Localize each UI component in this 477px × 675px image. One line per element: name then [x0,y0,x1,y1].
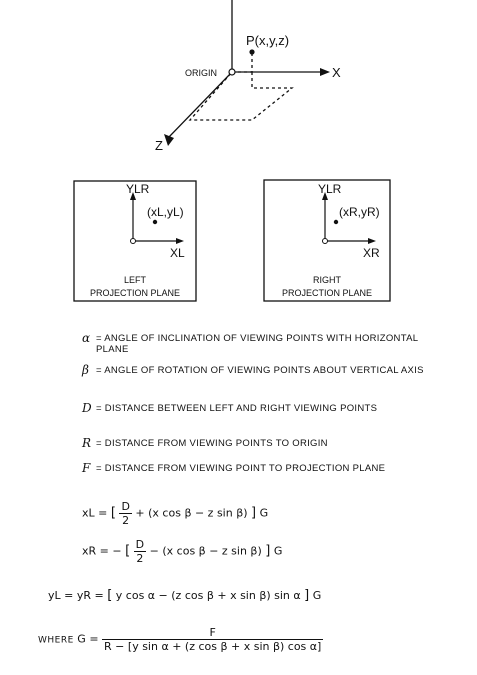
where-label: WHERE [38,635,74,646]
left-caption-2: PROJECTION PLANE [90,288,180,298]
right-plane-frame [263,179,391,302]
origin-marker [228,68,236,76]
definition-symbol: α [82,331,91,345]
left-point-label: (xL,yL) [147,205,184,219]
left-y-arrowhead [130,192,136,200]
equation-g-lhs: G = [77,632,99,646]
equation-y-lhs: yL = yR = [48,589,104,602]
definition-text: = ANGLE OF ROTATION OF VIEWING POINTS AB… [96,365,424,376]
z-axis-label: Z [155,138,163,153]
right-y-label: YLR [318,182,342,196]
right-point-label: (xR,yR) [339,205,380,219]
equation-xl-g: G [259,506,269,520]
bracket-close: ] [304,588,310,603]
right-y-arrowhead [322,192,328,200]
definition-f: F = DISTANCE FROM VIEWING POINT TO PROJEC… [82,461,426,475]
definition-r: R = DISTANCE FROM VIEWING POINTS TO ORIGI… [82,436,426,450]
x-arrowhead [320,68,330,76]
definition-d: D = DISTANCE BETWEEN LEFT AND RIGHT VIEWI… [82,401,426,415]
projection-dash-floor [188,71,294,121]
z-axis-line [167,71,233,139]
fraction-g-denominator: R − [y sin α + (z cos β + x sin β) cos α… [104,640,322,653]
definition-text: = DISTANCE BETWEEN LEFT AND RIGHT VIEWIN… [96,403,378,414]
bracket-close: ] [251,505,257,521]
right-origin-marker [322,238,328,244]
equation-g: WHERE G = F R − [y sin α + (z cos β + x … [38,626,324,653]
axes-3d [167,0,320,139]
right-x-label: XR [363,246,380,260]
left-x-label: XL [170,246,185,260]
point-p-marker [249,49,255,55]
definition-text: = DISTANCE FROM VIEWING POINTS TO ORIGIN [96,438,328,449]
definition-text: = DISTANCE FROM VIEWING POINT TO PROJECT… [96,463,386,474]
bracket-open: [ [125,543,131,559]
right-caption-1: RIGHT [313,275,342,285]
right-caption-2: PROJECTION PLANE [282,288,372,298]
equation-xr-rhs: − (x cos β − z sin β) [149,544,262,558]
fraction-g: F R − [y sin α + (z cos β + x sin β) cos… [102,626,324,653]
bracket-open: [ [110,505,116,521]
left-point-marker [152,219,158,225]
fraction-g-numerator: F [102,626,324,640]
right-point-marker [333,219,339,225]
definition-symbol: D [82,401,92,415]
z-arrowhead [164,134,174,146]
point-p-label: P(x,y,z) [246,33,289,48]
definition-alpha: α = ANGLE OF INCLINATION OF VIEWING POINT… [82,331,426,355]
left-y-label: YLR [126,182,150,196]
definition-symbol: R [82,436,92,450]
equation-xl-rhs: + (x cos β − z sin β) [135,506,248,520]
right-projection-plane: YLR XR (xR,yR) RIGHT PROJECTION PLANE [263,179,391,302]
equation-xl-lhs: xL = [82,506,108,520]
definition-symbol: β [82,363,90,377]
projection-dash-xy [232,52,253,73]
left-caption-1: LEFT [124,275,147,285]
definition-symbol: F [82,461,91,475]
left-projection-plane: YLR XL (xL,yL) LEFT PROJECTION PLANE [73,180,197,302]
left-plane-frame [73,180,197,302]
left-origin-marker [130,238,136,244]
origin-label: ORIGIN [185,68,217,78]
x-axis-label: X [332,65,341,80]
equation-y: yL = yR = [ y cos α − (z cos β + x sin β… [48,588,321,603]
equation-y-g: G [312,589,322,602]
bracket-close: ] [265,543,271,559]
right-x-arrowhead [368,238,376,244]
bracket-open: [ [107,588,113,603]
left-x-arrowhead [176,238,184,244]
equation-y-rhs: y cos α − (z cos β + x sin β) sin α [115,589,301,602]
definition-beta: β = ANGLE OF ROTATION OF VIEWING POINTS A… [82,363,426,377]
equation-xr-g: G [273,544,283,558]
equation-xr-lhs: xR = − [82,544,122,558]
definition-text: = ANGLE OF INCLINATION OF VIEWING POINTS… [96,333,418,355]
